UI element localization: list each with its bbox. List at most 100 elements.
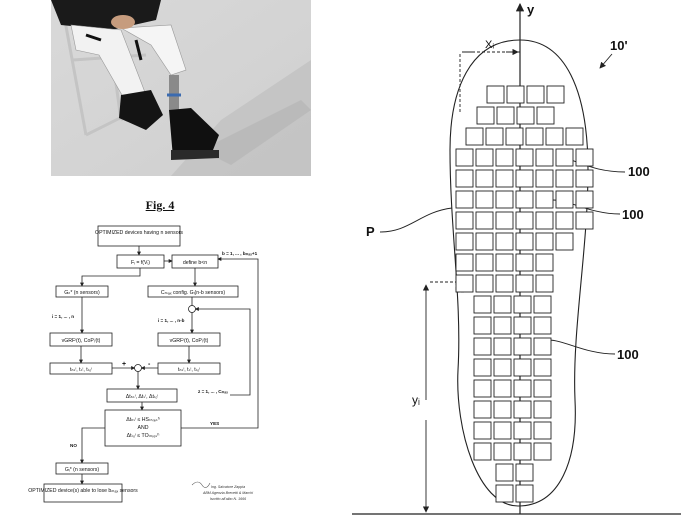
sensor-cell bbox=[555, 190, 574, 209]
sensor-cell bbox=[493, 358, 512, 377]
sensor-cell bbox=[535, 169, 554, 188]
sensor-cell bbox=[525, 127, 544, 146]
i-range-b-label: i = 1, ... , n-b bbox=[158, 318, 185, 323]
sensor-cell bbox=[485, 127, 504, 146]
sensor-cell bbox=[513, 421, 532, 440]
ref-10-label: 10' bbox=[610, 38, 628, 53]
xi-label: Xᵢ bbox=[485, 39, 494, 51]
sensor-cell bbox=[455, 211, 474, 230]
vgrf2-label: vGRFᶦ(t), CoPᵢᶦ(t) bbox=[170, 338, 209, 344]
sensor-cell bbox=[473, 400, 492, 419]
sensor-cell bbox=[473, 421, 492, 440]
sensor-cell bbox=[515, 463, 534, 482]
sensor-cell bbox=[535, 253, 554, 272]
sensor-cell bbox=[533, 421, 552, 440]
sensor-cell bbox=[493, 379, 512, 398]
sensor-cell bbox=[515, 274, 534, 293]
end-label: OPTIMIZED device(s) able to lose bₘₐₓ se… bbox=[28, 488, 138, 494]
delta-label: Δtₕₛᶦ, Δtₛᶦ, Δtₜₒᶦ bbox=[126, 394, 159, 400]
define-label: define b<n bbox=[183, 260, 207, 266]
cmax-label: Cₘₐₓ config. Gᵢ(n-b sensors) bbox=[161, 290, 225, 296]
sensor-cell bbox=[475, 211, 494, 230]
sensor-cell bbox=[575, 169, 594, 188]
sensor-cell bbox=[555, 148, 574, 167]
sensor-cell bbox=[555, 211, 574, 230]
plus-sign: + bbox=[122, 361, 126, 368]
sensor-cell bbox=[533, 358, 552, 377]
sensor-cell bbox=[533, 400, 552, 419]
sensor-cell bbox=[535, 211, 554, 230]
figure-title: Fig. 4 bbox=[145, 198, 175, 212]
sensor-cell bbox=[533, 295, 552, 314]
minus-sign: - bbox=[148, 361, 151, 368]
sensor-cell bbox=[495, 169, 514, 188]
sensor-cell bbox=[455, 190, 474, 209]
sensor-cell bbox=[555, 169, 574, 188]
sensor-cell bbox=[475, 190, 494, 209]
photo-illustration bbox=[51, 0, 311, 176]
sensor-cell bbox=[495, 463, 514, 482]
sensor-cell bbox=[455, 232, 474, 251]
sensor-cell bbox=[506, 85, 525, 104]
sensor-cell bbox=[475, 232, 494, 251]
sensor-cell bbox=[495, 484, 514, 503]
sensor-cell bbox=[493, 400, 512, 419]
i-range-label: i = 1, ... , n bbox=[52, 314, 74, 319]
photo-seated-person bbox=[51, 0, 311, 176]
sensor-cell bbox=[495, 190, 514, 209]
sensor-cell bbox=[536, 106, 555, 125]
sensor-cell bbox=[475, 274, 494, 293]
sensor-cell bbox=[476, 106, 495, 125]
sensor-cell bbox=[493, 421, 512, 440]
sensor-cell bbox=[513, 337, 532, 356]
sensor-cell bbox=[545, 127, 564, 146]
sensor-cell bbox=[555, 232, 574, 251]
cond2-label: Δtₜₒᶦ ≤ TOₜₕᵣₑₛʰ bbox=[127, 433, 160, 439]
signature-scribble bbox=[191, 481, 211, 488]
ref-100-top-label: 100 bbox=[628, 164, 650, 179]
sensor-cell bbox=[473, 442, 492, 461]
sensor-cell bbox=[495, 148, 514, 167]
sensor-cell bbox=[465, 127, 484, 146]
sensor-cell bbox=[505, 127, 524, 146]
ref-100-bottom-label: 100 bbox=[617, 347, 639, 362]
cond1-label: Δtₕₛᶦ ≤ HSₜₕᵣₑₛʰ bbox=[126, 417, 159, 423]
y-axis-label: y bbox=[527, 2, 535, 17]
sensor-cell bbox=[493, 337, 512, 356]
gn-label: Gₙ* (n sensors) bbox=[64, 290, 100, 296]
sensor-cell bbox=[495, 211, 514, 230]
t1-label: tₕₛᶦ, tₛᶦ, tₜₒᶦ bbox=[70, 367, 92, 373]
b-range-label: b = 1, ... , bₘₐₓ+1 bbox=[222, 251, 258, 256]
sensor-cell bbox=[475, 253, 494, 272]
sensor-cell bbox=[515, 190, 534, 209]
sensor-cell bbox=[546, 85, 565, 104]
ref-100-mid-label: 100 bbox=[622, 207, 644, 222]
sensor-cell bbox=[455, 253, 474, 272]
sensor-cell bbox=[515, 148, 534, 167]
sensor-cell bbox=[533, 316, 552, 335]
signature-line1: Ing. Salvatore Zappia bbox=[211, 485, 245, 489]
signature-line2: ABM Agenzia Brevetti & Marchi bbox=[202, 491, 253, 495]
sensor-cell bbox=[515, 232, 534, 251]
leader-100-bottom bbox=[547, 339, 616, 355]
sensor-cell bbox=[455, 274, 474, 293]
yi-label: yᵢ bbox=[412, 393, 420, 407]
sensor-cell bbox=[493, 316, 512, 335]
sensor-cell bbox=[535, 274, 554, 293]
leader-p bbox=[379, 207, 453, 233]
sensor-cell bbox=[515, 253, 534, 272]
start-label-line1: OPTIMIZED devices having n sensors bbox=[95, 230, 183, 236]
sensor-cell bbox=[526, 85, 545, 104]
sensor-cell bbox=[495, 253, 514, 272]
sensor-cell bbox=[565, 127, 584, 146]
z-range-label: z = 1, ... , Cₘₐₓ bbox=[198, 389, 228, 394]
sensor-grid bbox=[455, 85, 594, 503]
fi-label: Fᵢ = f(Vᵢ) bbox=[131, 260, 150, 266]
sensor-cell bbox=[473, 337, 492, 356]
sensor-cell bbox=[513, 316, 532, 335]
sensor-cell bbox=[473, 358, 492, 377]
sensor-cell bbox=[513, 358, 532, 377]
sensor-cell bbox=[515, 484, 534, 503]
